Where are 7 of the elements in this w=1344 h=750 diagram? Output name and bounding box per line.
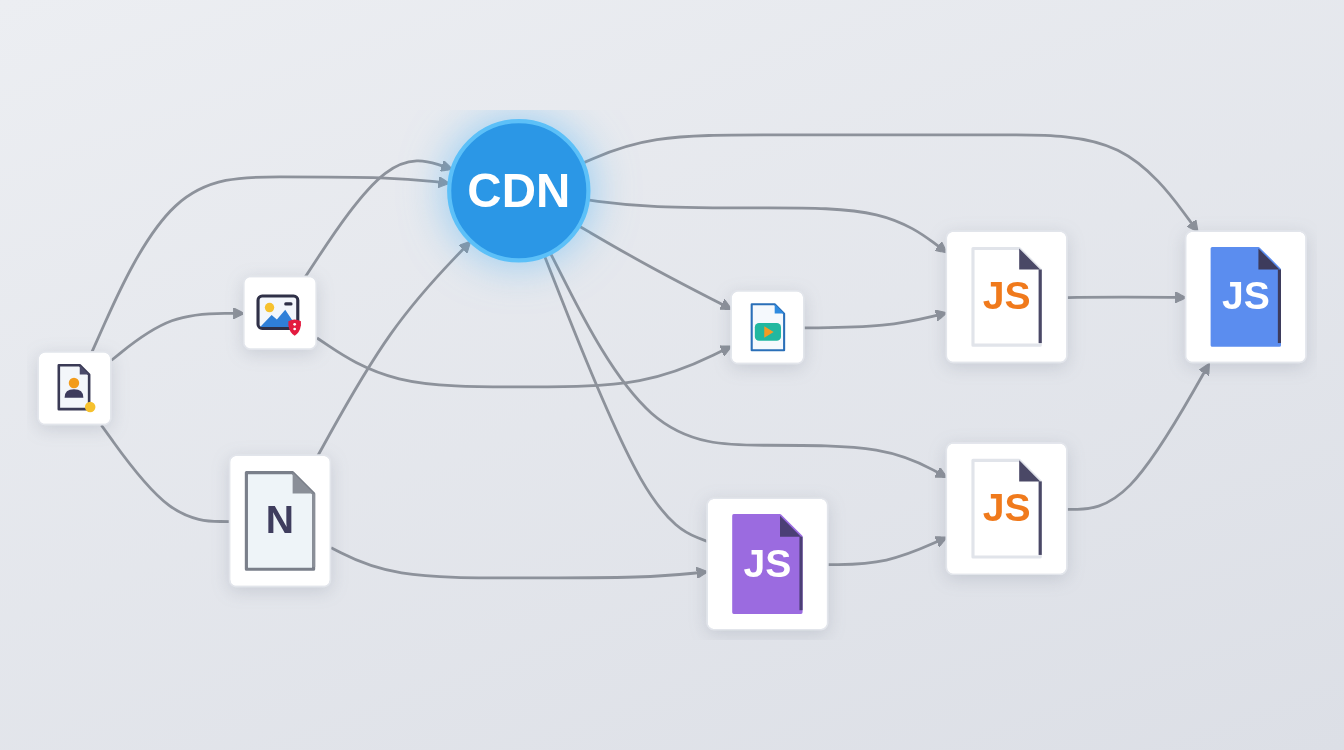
arrow [1067, 362, 1210, 511]
file-label: JS [743, 540, 792, 587]
hub-label: CDN [467, 162, 571, 219]
file-label: N [265, 497, 294, 544]
file-label: JS [1221, 273, 1270, 320]
file-label: JS [982, 273, 1031, 320]
file-label: JS [982, 484, 1031, 532]
